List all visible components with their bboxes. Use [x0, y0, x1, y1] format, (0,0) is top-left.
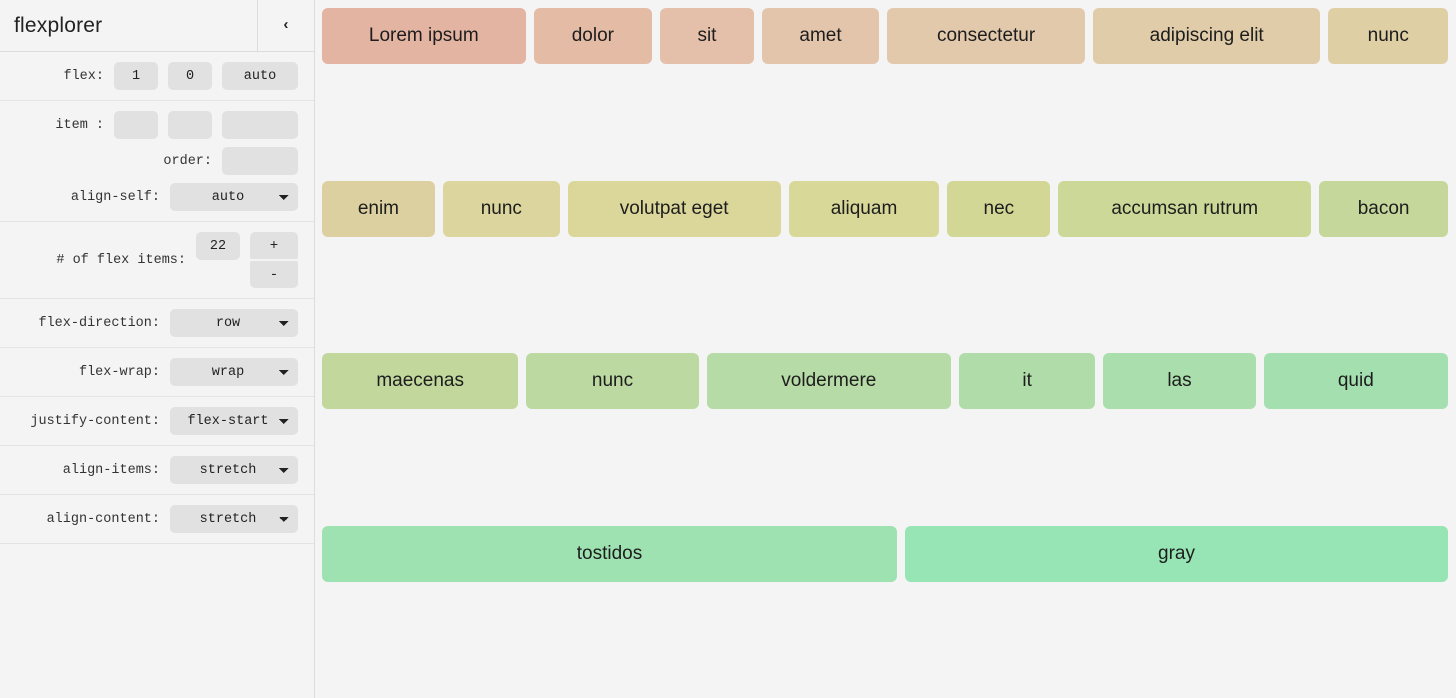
- flex-item[interactable]: sit: [660, 8, 754, 64]
- flex-item[interactable]: amet: [761, 8, 880, 64]
- flex-item[interactable]: quid: [1263, 353, 1448, 409]
- align-items-select[interactable]: stretch: [170, 456, 298, 484]
- flex-item[interactable]: nunc: [442, 180, 560, 237]
- section-flex-shorthand: flex:: [0, 52, 314, 101]
- chevron-left-icon[interactable]: ‹: [257, 0, 314, 52]
- item-basis-input[interactable]: [222, 111, 298, 139]
- align-items-label: align-items:: [62, 462, 160, 478]
- justify-content-select[interactable]: flex-start: [170, 407, 298, 435]
- order-label: order:: [163, 153, 212, 169]
- sidebar-header: flexplorer ‹: [0, 0, 314, 52]
- section-flex-wrap: flex-wrap: wrap: [0, 348, 314, 397]
- flex-item[interactable]: dolor: [533, 8, 653, 64]
- flex-item[interactable]: voldermere: [706, 353, 951, 409]
- flex-items-count-label: # of flex items:: [56, 252, 186, 268]
- flex-wrap-label: flex-wrap:: [78, 364, 160, 380]
- flex-item[interactable]: Lorem ipsum: [322, 8, 526, 64]
- flex-item[interactable]: nunc: [526, 353, 699, 409]
- flex-item[interactable]: adipiscing elit: [1092, 8, 1321, 64]
- flex-item[interactable]: maecenas: [322, 353, 519, 409]
- flex-items-count-input[interactable]: [196, 232, 240, 260]
- decrement-items-button[interactable]: -: [250, 261, 298, 288]
- flex-direction-label: flex-direction:: [38, 315, 160, 331]
- flex-wrap-select[interactable]: wrap: [170, 358, 298, 386]
- flex-item[interactable]: aliquam: [788, 180, 940, 237]
- flex-grow-input[interactable]: [114, 62, 158, 90]
- section-flex-direction: flex-direction: row: [0, 299, 314, 348]
- section-align-items: align-items: stretch: [0, 446, 314, 495]
- flex-item[interactable]: tostidos: [322, 525, 897, 582]
- flex-item[interactable]: nunc: [1328, 8, 1449, 64]
- flex-item[interactable]: accumsan rutrum: [1058, 180, 1312, 237]
- flex-shrink-input[interactable]: [168, 62, 212, 90]
- align-self-label: align-self:: [70, 189, 160, 205]
- flex-item[interactable]: las: [1103, 353, 1256, 409]
- order-input[interactable]: [222, 147, 298, 175]
- flex-item[interactable]: consectetur: [887, 8, 1085, 64]
- flex-basis-input[interactable]: [222, 62, 298, 90]
- justify-content-label: justify-content:: [30, 413, 160, 429]
- section-align-content: align-content: stretch: [0, 495, 314, 544]
- item-shrink-input[interactable]: [168, 111, 212, 139]
- item-label: item :: [55, 117, 104, 133]
- item-grow-input[interactable]: [114, 111, 158, 139]
- flex-item[interactable]: it: [958, 353, 1096, 409]
- align-self-select[interactable]: auto: [170, 183, 298, 211]
- section-item-properties: item : order: align-self: auto: [0, 101, 314, 222]
- align-content-label: align-content:: [46, 511, 160, 527]
- sidebar: flexplorer ‹ flex: item : order:: [0, 0, 315, 698]
- flex-item[interactable]: enim: [322, 180, 435, 237]
- flex-item[interactable]: gray: [905, 525, 1448, 582]
- flex-direction-select[interactable]: row: [170, 309, 298, 337]
- section-justify-content: justify-content: flex-start: [0, 397, 314, 446]
- increment-items-button[interactable]: +: [250, 232, 298, 259]
- flex-item[interactable]: volutpat eget: [567, 180, 781, 237]
- flex-item[interactable]: nec: [947, 180, 1051, 237]
- flex-item[interactable]: bacon: [1319, 180, 1449, 237]
- page-title: flexplorer: [14, 13, 103, 37]
- section-flex-item-count: # of flex items: + -: [0, 222, 314, 299]
- flex-items-stepper: + -: [196, 232, 298, 288]
- flex-label: flex:: [63, 68, 104, 84]
- align-content-select[interactable]: stretch: [170, 505, 298, 533]
